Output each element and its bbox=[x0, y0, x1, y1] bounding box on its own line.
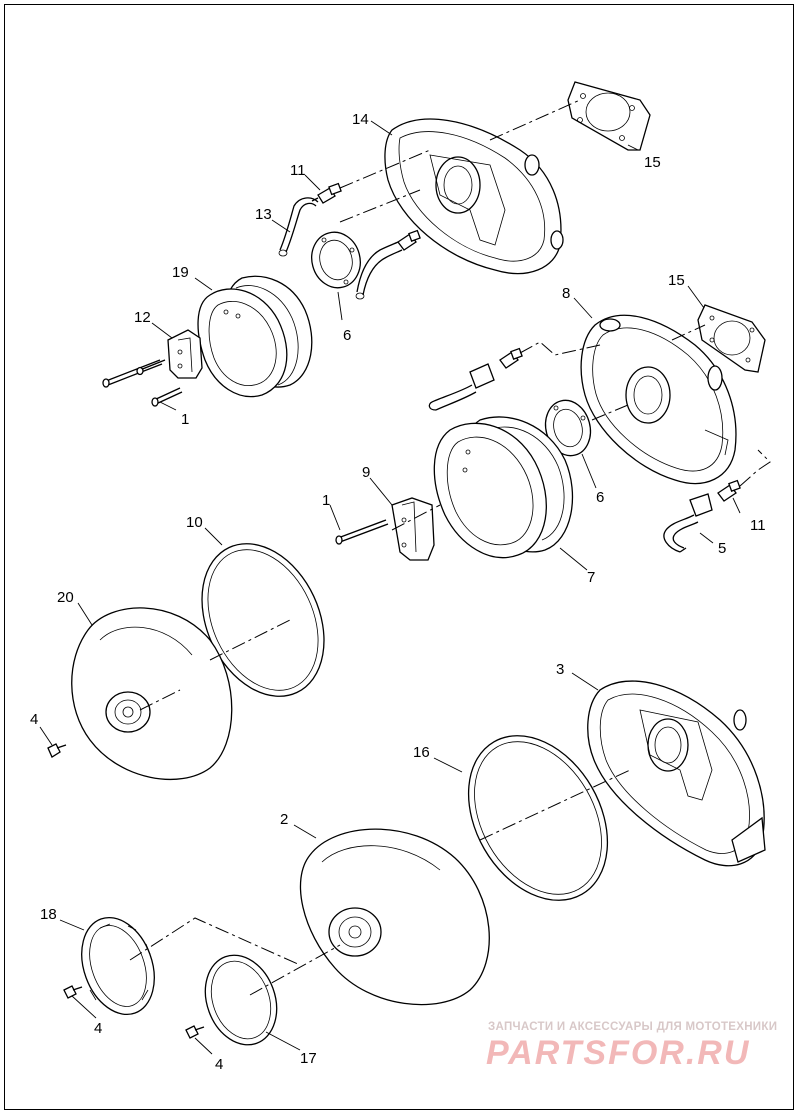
assembly-centerlines bbox=[129, 99, 771, 996]
callout-20: 20 bbox=[57, 589, 74, 606]
breather-hose-middle bbox=[428, 363, 495, 411]
callout-9: 9 bbox=[362, 464, 370, 481]
callout-labels: 14 15 11 13 19 12 6 1 8 15 6 11 5 9 1 7 … bbox=[30, 111, 766, 1073]
callout-15-middle: 15 bbox=[668, 272, 685, 289]
trim-ring-18 bbox=[81, 916, 155, 1016]
cover-2 bbox=[299, 828, 490, 1006]
callout-17: 17 bbox=[300, 1050, 317, 1067]
bolt-1-upper-b bbox=[136, 359, 166, 376]
callout-8: 8 bbox=[562, 285, 570, 302]
band-16 bbox=[467, 735, 609, 901]
ring-17 bbox=[204, 954, 278, 1046]
watermark-tagline: ЗАПЧАСТИ И АКСЕССУАРЫ ДЛЯ МОТОТЕХНИКИ bbox=[488, 1021, 778, 1033]
leader-lines bbox=[39, 120, 741, 1055]
hose-5 bbox=[663, 493, 713, 553]
callout-6-middle: 6 bbox=[596, 489, 604, 506]
callout-13: 13 bbox=[255, 206, 272, 223]
screw-4-ring bbox=[185, 1025, 205, 1039]
callout-6-upper: 6 bbox=[343, 327, 351, 344]
callout-2: 2 bbox=[280, 811, 288, 828]
hose-upper-right bbox=[355, 241, 403, 300]
callout-12: 12 bbox=[134, 309, 151, 326]
callout-4-cover: 4 bbox=[30, 711, 38, 728]
backplate-3 bbox=[587, 680, 766, 867]
gasket-6-upper bbox=[311, 231, 361, 289]
cover-20 bbox=[71, 607, 233, 780]
gasket-6-middle bbox=[544, 399, 592, 457]
gasket-15-middle bbox=[697, 304, 766, 373]
breather-bolt-11-upper bbox=[311, 182, 342, 204]
callout-10: 10 bbox=[186, 514, 203, 531]
filter-element-7 bbox=[433, 416, 574, 559]
callout-15-upper: 15 bbox=[644, 154, 661, 171]
hose-13 bbox=[278, 197, 319, 257]
callout-4-ring: 4 bbox=[215, 1056, 223, 1073]
bracket-9 bbox=[391, 497, 435, 561]
callout-1-upper: 1 bbox=[181, 411, 189, 428]
diagram-border bbox=[4, 4, 794, 1110]
bolt-1-upper-a bbox=[102, 359, 163, 388]
callout-1-middle: 1 bbox=[322, 492, 330, 509]
backplate-14 bbox=[384, 118, 564, 275]
backplate-8 bbox=[580, 314, 737, 485]
screw-4-trim bbox=[63, 985, 83, 999]
breather-bolt-11-upper-b bbox=[397, 229, 421, 251]
callout-19: 19 bbox=[172, 264, 189, 281]
bolt-1-middle bbox=[335, 519, 389, 545]
screw-4-cover bbox=[47, 743, 67, 758]
callout-16: 16 bbox=[413, 744, 430, 761]
callout-18: 18 bbox=[40, 906, 57, 923]
bolt-1-upper-c bbox=[151, 387, 183, 407]
breather-bolt-11-middle-a bbox=[499, 347, 523, 369]
callout-4-trim: 4 bbox=[94, 1020, 102, 1037]
breather-bolt-11-middle-b bbox=[717, 479, 741, 502]
callout-11-upper: 11 bbox=[290, 162, 306, 179]
callout-5: 5 bbox=[718, 540, 726, 557]
callout-7: 7 bbox=[587, 569, 595, 586]
callout-11-middle: 11 bbox=[750, 517, 766, 534]
filter-element-19 bbox=[197, 275, 313, 398]
callout-3: 3 bbox=[556, 661, 564, 678]
watermark-brand: PARTSFOR.RU bbox=[486, 1034, 751, 1072]
bracket-12 bbox=[167, 329, 203, 379]
gasket-15-upper bbox=[567, 81, 651, 151]
callout-14: 14 bbox=[352, 111, 369, 128]
